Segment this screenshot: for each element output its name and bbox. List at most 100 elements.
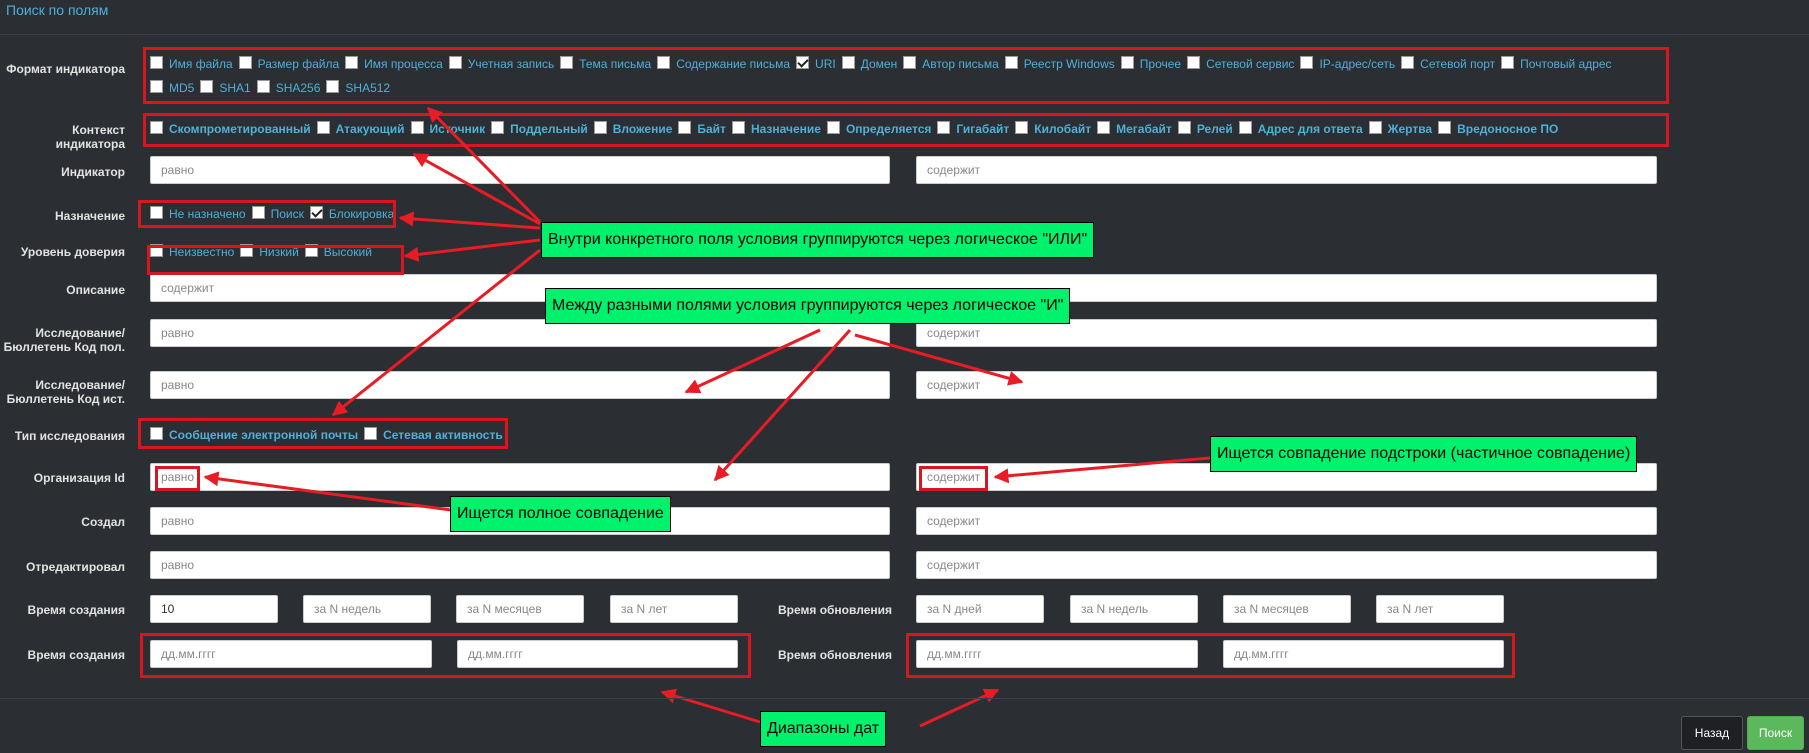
checkbox-icon[interactable] [593, 121, 607, 134]
checkbox-icon[interactable] [200, 80, 214, 93]
checkbox-option[interactable]: Высокий [304, 240, 372, 264]
checkbox-label[interactable]: Почтовый адрес [1520, 57, 1612, 71]
checkbox-label[interactable]: Вредоносное ПО [1457, 122, 1559, 136]
checkbox-label[interactable]: MD5 [169, 81, 195, 95]
checkbox-label[interactable]: Скомпрометированный [169, 122, 311, 136]
checkbox-icon[interactable] [448, 56, 462, 69]
checkbox-option[interactable]: URI [796, 52, 836, 76]
checkbox-option[interactable]: Низкий [240, 240, 299, 264]
checkbox-option[interactable]: IP-адрес/сеть [1300, 52, 1395, 76]
checkbox-label[interactable]: Сетевой сервис [1206, 57, 1295, 71]
checkbox-icon[interactable] [150, 427, 163, 440]
checkbox-option[interactable]: Прочее [1120, 52, 1182, 76]
update-months-input[interactable] [1223, 595, 1351, 623]
checkbox-option[interactable]: Реестр Windows [1004, 52, 1115, 76]
update-days-input[interactable] [916, 595, 1044, 623]
checkbox-icon[interactable] [841, 56, 855, 69]
checkbox-icon[interactable] [150, 121, 163, 134]
checkbox-label[interactable]: Размер файла [257, 57, 340, 71]
checkbox-option[interactable]: Жертва [1368, 117, 1432, 141]
indicator-contains-input[interactable] [916, 156, 1657, 184]
checkbox-icon[interactable] [251, 206, 265, 219]
checkbox-label[interactable]: Гигабайт [956, 122, 1010, 136]
checkbox-label[interactable]: Источник [429, 122, 486, 136]
checkbox-icon[interactable] [1368, 121, 1382, 134]
checkbox-icon[interactable] [1177, 121, 1191, 134]
checkbox-label[interactable]: Адрес для ответа [1257, 122, 1363, 136]
checkbox-option[interactable]: Неизвестно [150, 240, 234, 264]
checkbox-label[interactable]: Неизвестно [169, 245, 235, 259]
checkbox-icon[interactable] [1120, 56, 1134, 69]
checkbox-icon[interactable] [1501, 56, 1515, 69]
checkbox-label[interactable]: Вложение [612, 122, 673, 136]
checkbox-option[interactable]: Имя файла [150, 52, 233, 76]
checkbox-label[interactable]: Содержание письма [676, 57, 791, 71]
checkbox-icon[interactable] [150, 206, 163, 219]
checkbox-option[interactable]: Размер файла [238, 52, 340, 76]
checkbox-icon[interactable] [345, 56, 359, 69]
checkbox-label[interactable]: Тема письма [579, 57, 652, 71]
checkbox-icon[interactable] [560, 56, 574, 69]
checkbox-icon[interactable] [731, 121, 745, 134]
checkbox-option[interactable]: Сетевая активность [364, 423, 503, 447]
checkbox-icon[interactable] [1015, 121, 1029, 134]
checkbox-icon[interactable] [657, 56, 671, 69]
checkbox-label[interactable]: Атакующий [335, 122, 405, 136]
checkbox-icon[interactable] [410, 121, 424, 134]
checkbox-checked-icon[interactable] [309, 206, 323, 219]
research-code-pol-contains-input[interactable] [916, 319, 1657, 347]
checkbox-icon[interactable] [1438, 121, 1452, 134]
creation-date-to-input[interactable] [457, 640, 738, 668]
checkbox-option[interactable]: Релей [1177, 117, 1233, 141]
checkbox-label[interactable]: Сообщение электронной почты [169, 428, 359, 442]
checkbox-option[interactable]: SHA512 [326, 76, 390, 100]
creation-weeks-input[interactable] [303, 595, 431, 623]
created-by-contains-input[interactable] [916, 507, 1657, 535]
checkbox-icon[interactable] [256, 80, 270, 93]
checkbox-label[interactable]: Имя процесса [364, 57, 443, 71]
checkbox-icon[interactable] [304, 244, 318, 257]
checkbox-icon[interactable] [150, 80, 163, 93]
organization-id-equals-input[interactable] [150, 463, 890, 491]
checkbox-option[interactable]: Вредоносное ПО [1438, 117, 1558, 141]
checkbox-icon[interactable] [1097, 121, 1111, 134]
checkbox-label[interactable]: Сетевой порт [1420, 57, 1496, 71]
checkbox-option[interactable]: Атакующий [316, 117, 405, 141]
checkbox-icon[interactable] [326, 80, 340, 93]
checkbox-label[interactable]: Мегабайт [1116, 122, 1172, 136]
checkbox-label[interactable]: IP-адрес/сеть [1319, 57, 1396, 71]
checkbox-option[interactable]: Адрес для ответа [1238, 117, 1363, 141]
checkbox-icon[interactable] [364, 427, 378, 440]
checkbox-icon[interactable] [678, 121, 692, 134]
checkbox-label[interactable]: Высокий [323, 245, 372, 259]
checkbox-icon[interactable] [240, 244, 254, 257]
checkbox-option[interactable]: SHA1 [200, 76, 251, 100]
checkbox-label[interactable]: Прочее [1139, 57, 1182, 71]
checkbox-label[interactable]: Поиск [270, 207, 304, 221]
checkbox-label[interactable]: Релей [1196, 122, 1233, 136]
edited-by-contains-input[interactable] [916, 551, 1657, 579]
checkbox-label[interactable]: SHA512 [345, 81, 391, 95]
edited-by-equals-input[interactable] [150, 551, 890, 579]
search-button[interactable]: Поиск [1747, 716, 1804, 750]
checkbox-option[interactable]: Сетевой порт [1401, 52, 1495, 76]
update-date-to-input[interactable] [1223, 640, 1504, 668]
checkbox-option[interactable]: Гигабайт [937, 117, 1009, 141]
checkbox-label[interactable]: URI [815, 57, 836, 71]
checkbox-label[interactable]: Сетевая активность [383, 428, 503, 442]
creation-years-input[interactable] [610, 595, 738, 623]
checkbox-label[interactable]: Домен [860, 57, 898, 71]
checkbox-label[interactable]: Не назначено [169, 207, 246, 221]
checkbox-option[interactable]: Имя процесса [345, 52, 443, 76]
checkbox-option[interactable]: Мегабайт [1097, 117, 1172, 141]
checkbox-option[interactable]: Поиск [251, 202, 304, 226]
indicator-equals-input[interactable] [150, 156, 890, 184]
checkbox-checked-icon[interactable] [796, 56, 810, 69]
checkbox-option[interactable]: MD5 [150, 76, 194, 100]
checkbox-label[interactable]: Автор письма [922, 57, 999, 71]
checkbox-icon[interactable] [150, 56, 163, 69]
checkbox-label[interactable]: Имя файла [169, 57, 233, 71]
checkbox-option[interactable]: Домен [841, 52, 898, 76]
checkbox-option[interactable]: Скомпрометированный [150, 117, 311, 141]
checkbox-option[interactable]: Назначение [731, 117, 821, 141]
